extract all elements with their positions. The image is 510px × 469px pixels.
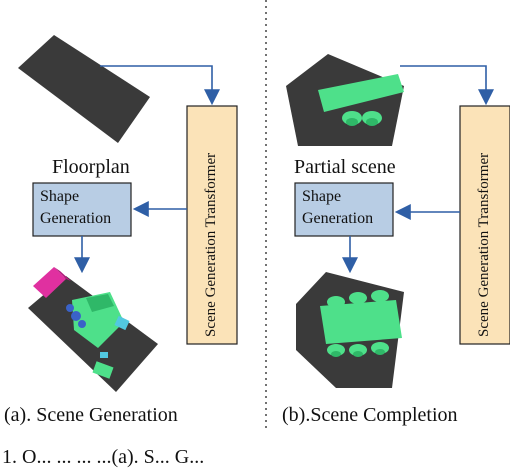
right-panel	[286, 54, 510, 388]
generated-scene-render	[28, 267, 158, 392]
partial-scene-render	[286, 54, 404, 146]
transformer-label: Scene Generation Transformer	[203, 152, 219, 337]
arrow-floorplan-to-transformer	[100, 65, 220, 106]
scene-transformer-box	[186, 105, 238, 345]
caption-scene-generation: (a). Scene Generation	[4, 404, 178, 426]
scene-transformer-box-right	[459, 105, 510, 345]
shape-generation-label-right-line2: Generation	[302, 210, 374, 227]
shape-generation-label-right-line1: Shape	[302, 188, 342, 205]
transformer-label-right: Scene Generation Transformer	[476, 152, 492, 337]
floorplan-label: Floorplan	[52, 156, 130, 178]
shape-generation-box-right	[294, 182, 394, 237]
shape-generation-box	[32, 182, 132, 237]
caption-scene-completion: (b).Scene Completion	[282, 404, 458, 426]
shape-generation-label-line2: Generation	[40, 210, 112, 227]
left-panel	[18, 35, 238, 392]
figure-caption-fragment: 1. O... ... ... ...(a). S... G...	[2, 446, 205, 468]
completed-scene-render	[296, 272, 404, 388]
floorplan-render	[18, 35, 150, 143]
partial-scene-label: Partial scene	[294, 156, 396, 178]
arrow-partial-to-transformer	[400, 65, 494, 106]
shape-generation-label-line1: Shape	[40, 188, 80, 205]
